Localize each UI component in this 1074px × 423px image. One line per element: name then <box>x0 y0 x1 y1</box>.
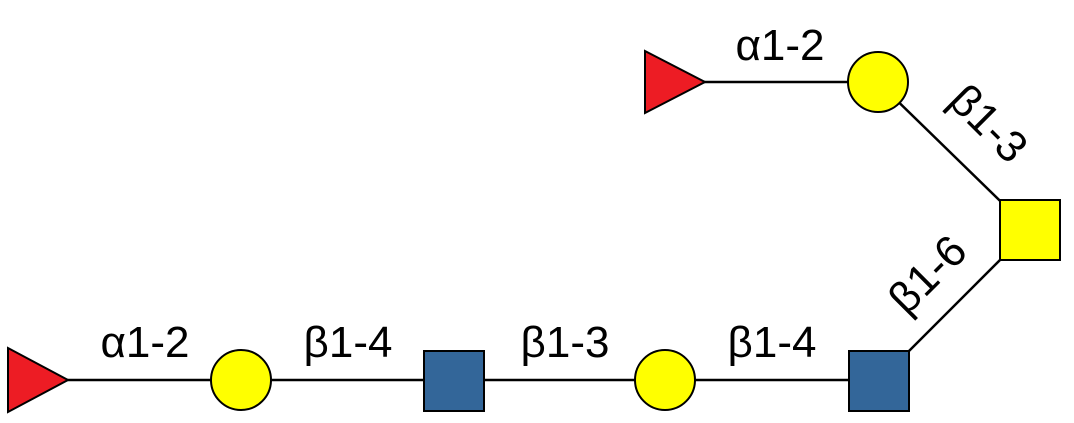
galactose-circle-3 <box>847 51 909 113</box>
galactose-circle-1 <box>210 349 272 411</box>
galactose-circle-2 <box>634 349 696 411</box>
linkage-label-fuc-gal-top: α1-2 <box>735 21 824 70</box>
fucose-triangle-2 <box>644 49 708 115</box>
linkage-label-gal-glcnac-2: β1-4 <box>728 318 817 367</box>
glcnac-square-2 <box>848 350 910 412</box>
fucose-triangle-1 <box>7 346 71 414</box>
linkage-label-fuc-gal: α1-2 <box>100 318 189 367</box>
linkage-label-gal-glcnac: β1-4 <box>304 318 393 367</box>
glcnac-square-1 <box>423 350 485 412</box>
galnac-square <box>999 199 1061 261</box>
linkage-label-glcnac-galnac: β1-6 <box>879 226 977 324</box>
linkage-label-gal-galnac: β1-3 <box>939 75 1037 173</box>
linkage-label-glcnac-gal: β1-3 <box>521 318 610 367</box>
